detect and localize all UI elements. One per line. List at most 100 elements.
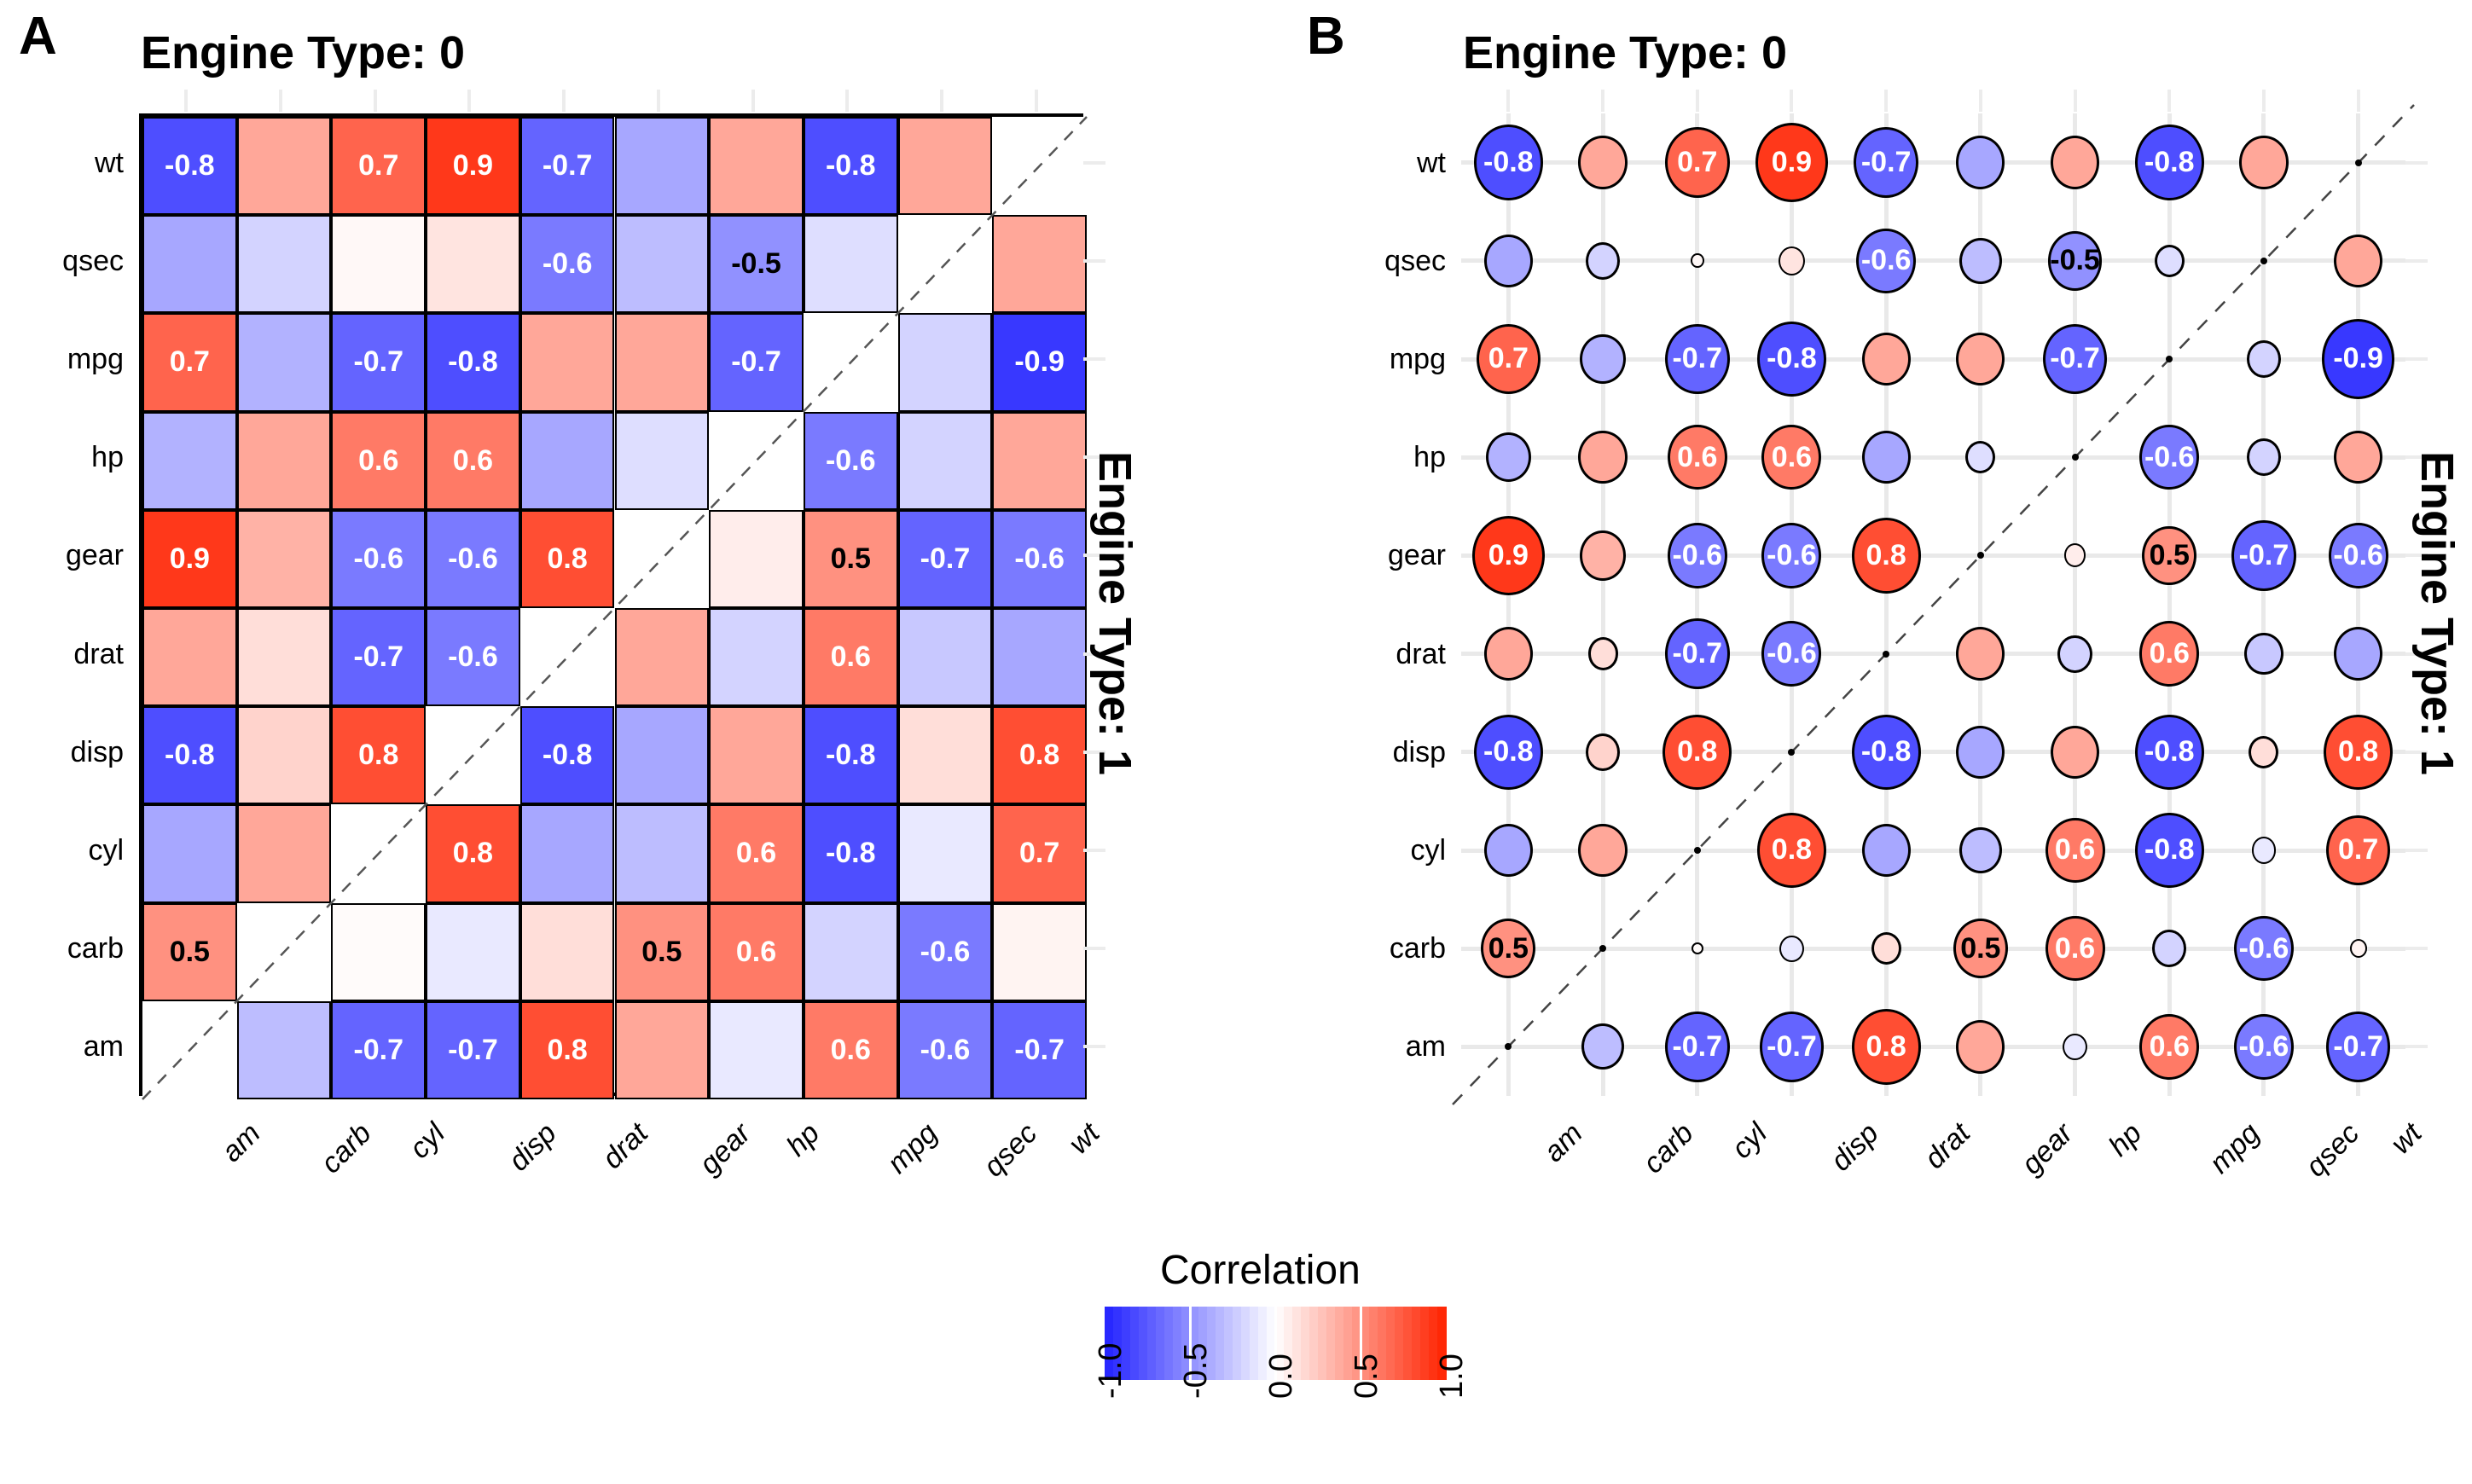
row-label-cyl: cyl (88, 834, 124, 867)
heatmap-cell: -0.7 (426, 1000, 520, 1099)
bubble-cell (1585, 733, 1621, 771)
heatmap-cell: 0.5 (142, 902, 237, 1001)
col-tick-b (2356, 90, 2360, 112)
row-tick-b (2405, 652, 2428, 656)
legend-color-segment (1164, 1307, 1174, 1380)
legend-color-segment (1216, 1307, 1225, 1380)
bubble-cell: -0.7 (1664, 323, 1730, 395)
row-tick (1083, 947, 1105, 951)
heatmap-cell (614, 117, 710, 216)
bubble-cell (2239, 136, 2289, 189)
row-tick (1083, 455, 1105, 460)
col-tick (373, 90, 377, 112)
heatmap-cell (897, 608, 993, 707)
bubble-cell (1580, 530, 1626, 581)
bubble-cell (2249, 735, 2279, 768)
heatmap-cell-diagonal (803, 313, 898, 412)
legend-tick (1274, 1307, 1277, 1380)
col-label-b-wt: wt (2384, 1116, 2428, 1161)
col-tick-b (2073, 90, 2077, 112)
bubble-cell: -0.6 (1761, 621, 1822, 687)
bubble-cell: -0.6 (2139, 424, 2200, 490)
bubble-cell: -0.7 (2325, 1012, 2391, 1082)
col-tick-b (1601, 90, 1605, 112)
row-label-b-gear: gear (1387, 539, 1446, 572)
bubble-cell: -0.6 (1856, 228, 1917, 294)
bubble-cell: 0.7 (2325, 814, 2391, 886)
heatmap-cell (709, 117, 804, 216)
bubble-cell (1578, 823, 1628, 878)
heatmap-cell: 0.8 (331, 706, 427, 805)
heatmap-cell: 0.5 (614, 902, 710, 1001)
legend-color-segment (1437, 1307, 1447, 1380)
heatmap-cell (236, 804, 332, 903)
bubble-cell (1871, 932, 1901, 965)
col-label-b-am: am (1537, 1116, 1590, 1168)
heatmap-cell: 0.5 (803, 509, 898, 608)
legend-color-segment (1173, 1307, 1182, 1380)
legend-color-segment (1190, 1307, 1199, 1380)
heatmap-cell (236, 117, 332, 216)
col-tick (1034, 90, 1038, 112)
legend-color-segment (1284, 1307, 1293, 1380)
bubble-cell (2057, 635, 2092, 673)
heatmap-cell: 0.9 (426, 117, 520, 216)
col-tick (939, 90, 943, 112)
bubble-cell: -0.7 (2042, 323, 2108, 395)
bubble-cell (1959, 826, 2002, 874)
heatmap-cell (614, 313, 710, 412)
bubble-cell: -0.8 (2134, 812, 2204, 889)
heatmap-cell (992, 608, 1087, 707)
heatmap-cell: -0.7 (709, 313, 804, 412)
heatmap-cell: 0.6 (709, 902, 804, 1001)
heatmap-cell (426, 902, 520, 1001)
heatmap-cell (897, 313, 993, 412)
col-tick (656, 90, 660, 112)
bubble-cell (1485, 432, 1532, 483)
heatmap-cell: -0.6 (803, 411, 898, 510)
row-label-qsec: qsec (62, 244, 124, 277)
bubble-cell (1585, 241, 1621, 280)
bubble-cell (2334, 234, 2383, 287)
bubble-cell (2246, 438, 2282, 477)
heatmap-cell (992, 215, 1087, 314)
heatmap-cell (142, 215, 237, 314)
col-label-am: am (215, 1116, 268, 1168)
legend-color-segment (1147, 1307, 1157, 1380)
col-tick (184, 90, 189, 112)
bubble-cell (1587, 637, 1618, 670)
heatmap-cell: -0.6 (426, 608, 520, 707)
heatmap-cell (236, 1000, 332, 1099)
bubble-cell (1690, 253, 1704, 269)
legend-color-segment (1326, 1307, 1336, 1380)
legend-color-segment (1420, 1307, 1430, 1380)
heatmap-cell (709, 608, 804, 707)
row-label-b-cyl: cyl (1410, 834, 1446, 867)
heatmap-cell (519, 804, 615, 903)
row-tick-b (2405, 750, 2428, 754)
bubble-cell: 0.6 (2045, 817, 2105, 884)
heatmap-cell (426, 215, 520, 314)
row-tick-b (2405, 160, 2428, 165)
col-label-b-mpg: mpg (2203, 1116, 2266, 1180)
col-label-b-carb: carb (1637, 1116, 1700, 1180)
bubble-cell (1959, 237, 2002, 284)
col-label-mpg: mpg (881, 1116, 944, 1180)
col-label-b-cyl: cyl (1725, 1116, 1773, 1165)
heatmap-cell (331, 902, 427, 1001)
bubble-diagonal-dot (1599, 945, 1607, 953)
row-tick-b (2405, 455, 2428, 460)
heatmap-cell-diagonal (142, 1000, 237, 1099)
bubble-cell: -0.7 (1759, 1012, 1825, 1082)
bubble-cell: -0.6 (1667, 523, 1727, 588)
bubble-cell (1861, 332, 1911, 386)
bubble-diagonal-dot (1693, 847, 1701, 854)
bubble-cell (2244, 632, 2283, 675)
bubble-diagonal-dot (1788, 748, 1796, 756)
col-tick-b (2261, 90, 2266, 112)
heatmap-cell: 0.6 (426, 411, 520, 510)
bubble-cell: -0.7 (1664, 618, 1730, 689)
heatmap-cell: 0.8 (992, 706, 1087, 805)
panel-title-b: Engine Type: 0 (1463, 27, 1788, 78)
